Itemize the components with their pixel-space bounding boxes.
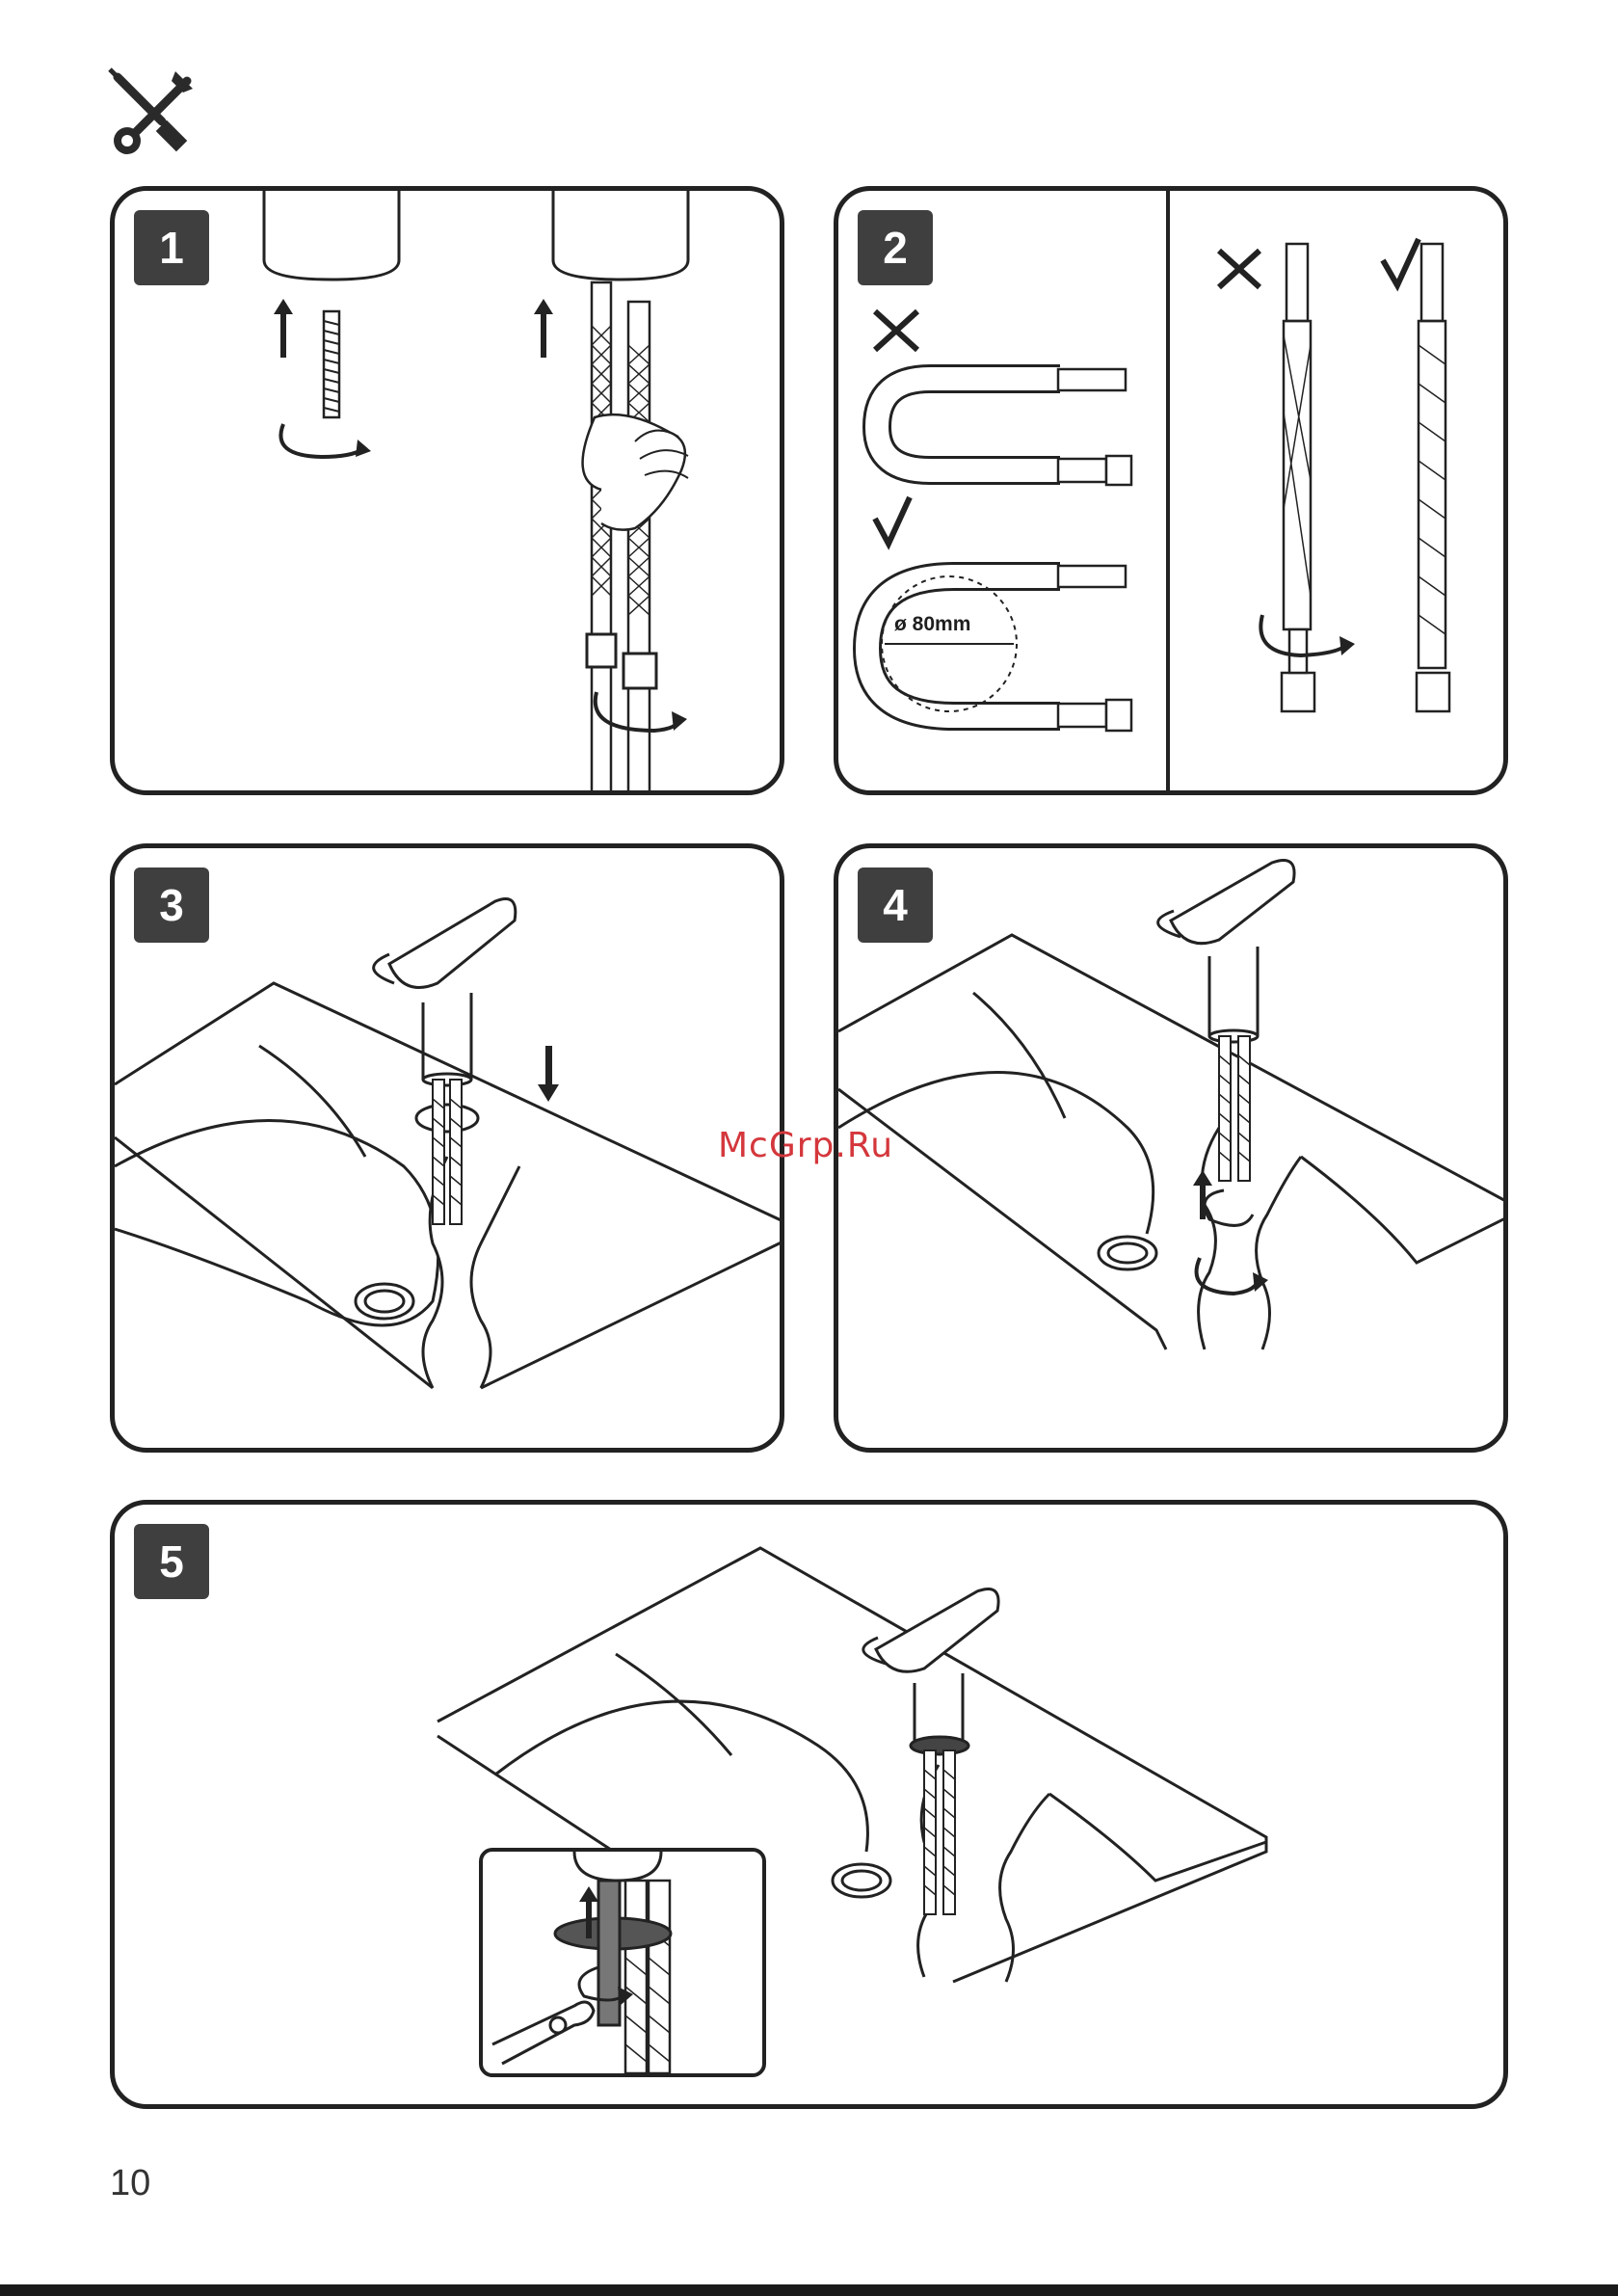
step-4-panel: 4 — [834, 843, 1508, 1453]
watermark-text: McGrp.Ru — [718, 1126, 893, 1165]
arrow-down-icon — [538, 1046, 559, 1102]
page-number: 10 — [110, 2163, 150, 2204]
step-5-panel: 5 — [110, 1500, 1508, 2109]
cross-mark-icon — [875, 311, 917, 350]
wrench-tightening-illustration — [483, 1852, 762, 2073]
step-5-detail-inset — [479, 1848, 766, 2077]
bottom-rule — [0, 2284, 1618, 2296]
step-2-panel: 2 — [834, 186, 1508, 795]
tools-icon — [106, 66, 199, 158]
step-2-badge: 2 — [858, 210, 933, 285]
hose-bend-diameter-label: ø 80mm — [894, 613, 970, 636]
step-4-illustration — [838, 848, 1508, 1453]
step-2-illustration — [838, 191, 1508, 795]
step-1-panel: 1 — [110, 186, 784, 795]
check-mark-icon — [875, 497, 910, 544]
step-3-illustration — [115, 848, 784, 1453]
step-5-illustration — [115, 1505, 1508, 2109]
step-5-badge: 5 — [134, 1524, 209, 1599]
step-1-badge: 1 — [134, 210, 209, 285]
step-3-panel: 3 — [110, 843, 784, 1453]
step-3-badge: 3 — [134, 868, 209, 943]
step-4-badge: 4 — [858, 868, 933, 943]
step-1-illustration — [115, 191, 784, 795]
